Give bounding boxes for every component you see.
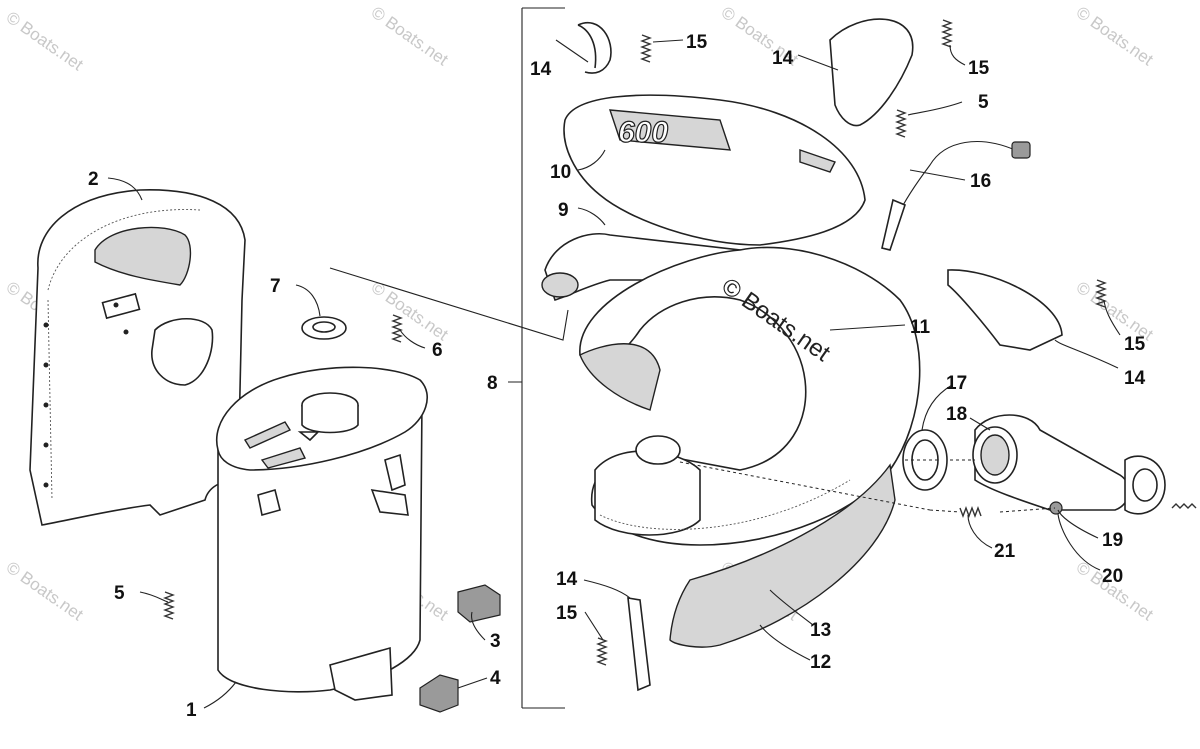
callout-19: 19 [1102, 530, 1123, 551]
assembly-bracket [508, 7, 565, 709]
callout-15: 15 [1124, 334, 1146, 355]
callout-14: 14 [530, 59, 552, 80]
callout-7: 7 [270, 276, 281, 297]
callout-5: 5 [978, 92, 989, 113]
callout-16: 16 [970, 171, 991, 192]
callout-9: 9 [558, 200, 569, 221]
callout-8: 8 [487, 373, 498, 394]
watermark: © Boats.net [368, 3, 452, 70]
leader-lines [107, 39, 1121, 709]
heat-shield-cover [29, 189, 246, 526]
callout-5: 5 [114, 583, 125, 604]
callout-4: 4 [490, 668, 501, 689]
watermark: © Boats.net [3, 558, 87, 625]
callout-labels: 2 7 6 8 14 15 14 15 5 16 10 9 11 15 14 1… [88, 32, 1146, 721]
callout-21: 21 [994, 541, 1016, 562]
callout-17: 17 [946, 373, 967, 394]
grommet [301, 316, 347, 340]
callout-10: 10 [550, 162, 571, 183]
exhaust-sensor [881, 141, 1031, 251]
callout-15: 15 [556, 603, 578, 624]
callout-1: 1 [186, 700, 197, 721]
main-chamber-body [579, 246, 921, 648]
callout-3: 3 [490, 631, 501, 652]
callout-6: 6 [432, 340, 443, 361]
rubber-mount-block [419, 584, 501, 713]
emboss-600-text: 600 [618, 116, 668, 149]
callout-2: 2 [88, 169, 99, 190]
callout-15: 15 [686, 32, 708, 53]
callout-11: 11 [910, 317, 931, 338]
callout-14: 14 [1124, 368, 1146, 389]
callout-18: 18 [946, 404, 967, 425]
callout-15: 15 [968, 58, 990, 79]
muffler-canister [215, 366, 429, 701]
expansion-chamber: 600 [563, 94, 866, 246]
watermark: © Boats.net [1073, 3, 1157, 70]
callout-20: 20 [1102, 566, 1123, 587]
watermark: © Boats.net [3, 8, 87, 75]
callout-14: 14 [772, 48, 794, 69]
exhaust-manifold [902, 414, 1197, 515]
callout-14: 14 [556, 569, 578, 590]
watermark: © Boats.net [368, 278, 452, 345]
spring-set [163, 19, 1107, 666]
callout-12: 12 [810, 652, 831, 673]
retaining-strap [577, 18, 1063, 692]
callout-13: 13 [810, 620, 831, 641]
inlet-pipe [541, 233, 741, 302]
